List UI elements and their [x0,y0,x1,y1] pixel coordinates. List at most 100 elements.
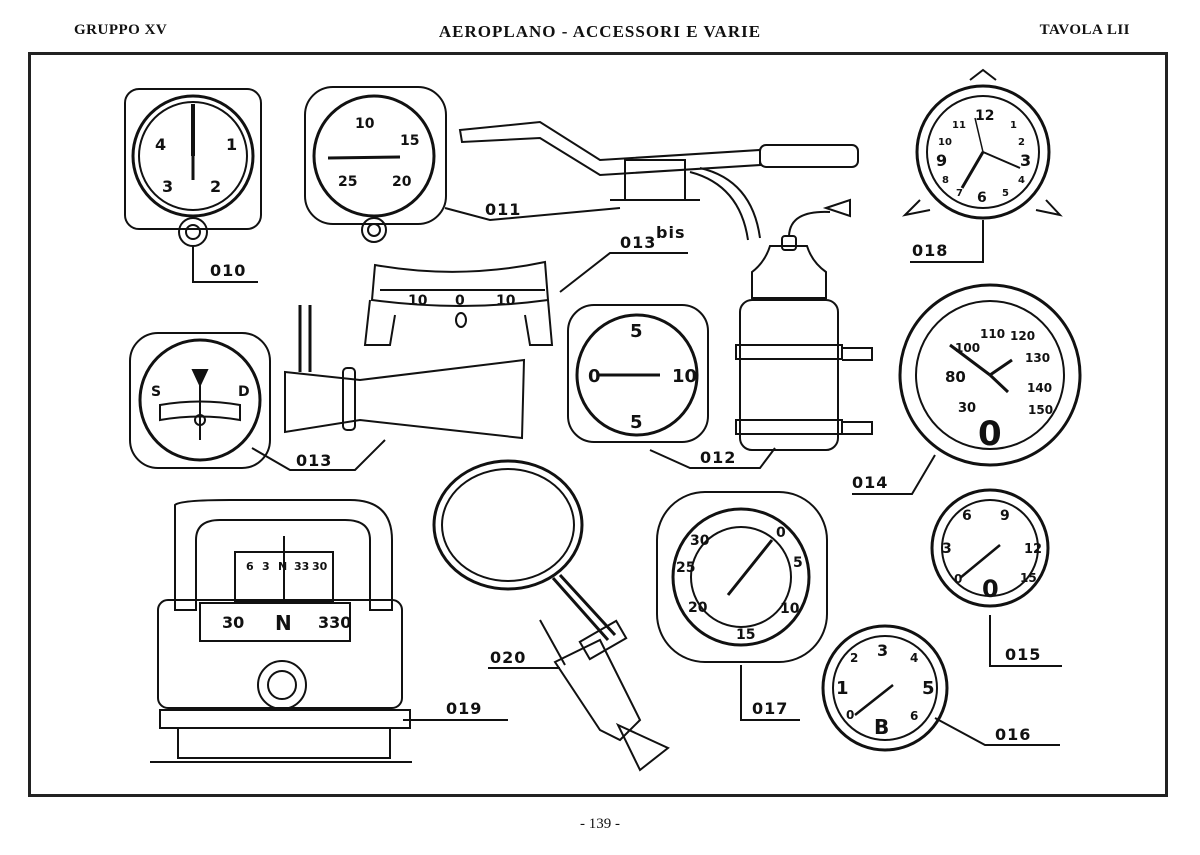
dial-013bis-n0: 10 [408,293,428,309]
instrument-015: 6 9 3 12 0 15 0 [930,488,1050,608]
leader-012 [649,447,776,469]
dial-016-n6: 6 [910,709,918,723]
venturi-tube [284,305,526,440]
dial-017-n6: 15 [736,627,755,643]
dial-017-n1: 0 [776,525,786,541]
dial-013bis-n1: 0 [455,293,465,309]
dial-011-n0: 10 [355,116,375,132]
dial-015-n6: 0 [982,575,999,603]
leader-014 [852,454,936,495]
dial-018-10: 10 [938,137,952,148]
dial-015-n3: 12 [1024,542,1042,557]
dial-014-n6: 80 [945,368,966,386]
instrument-017: 30 0 25 5 20 10 15 [656,491,828,663]
dial-011-n1: 15 [400,133,419,149]
instrument-011: 10 15 25 20 [304,86,447,243]
dial-018-9: 9 [936,151,947,170]
dial-014-n4: 140 [1027,381,1052,395]
instrument-012: 5 0 10 5 [567,304,709,443]
dial-011-n2: 25 [338,174,357,190]
plate-frame [28,52,1168,797]
compass-019-t4: 30 [312,560,328,573]
oiler-bottle [735,198,873,451]
leader-016 [934,717,1060,746]
dial-016-n5: 0 [846,708,854,722]
compass-019-t3: 33 [294,560,309,573]
dial-018-5: 5 [1002,188,1009,199]
dial-018-12: 12 [975,108,994,124]
dial-015-n5: 15 [1020,571,1037,585]
label-013-bis: 013 [620,233,656,252]
dial-014-n2: 120 [1010,329,1035,343]
label-017: 017 [752,699,788,718]
instrument-013: S D [129,332,271,469]
label-010: 010 [210,261,246,280]
label-011: 011 [485,200,521,219]
dial-014-n5: 150 [1028,403,1053,417]
dial-011-n3: 20 [392,174,412,190]
label-018: 018 [912,241,948,260]
dial-014-n1: 110 [980,327,1005,341]
dial-015-n2: 3 [942,541,952,557]
compass-019-t5: 30 [222,613,244,632]
leader-018 [910,220,984,263]
dial-017-n3: 5 [793,555,803,571]
dial-010-n2: 3 [162,177,173,196]
dial-018-11: 11 [952,120,966,131]
dial-018-7: 7 [956,188,963,199]
dial-015-n4: 0 [954,572,962,586]
dial-018-6: 6 [977,190,987,206]
dial-016-n3: 1 [836,678,849,699]
dial-015-n1: 9 [1000,508,1010,524]
dial-012-n3: 5 [630,412,643,433]
magnifier-020 [432,459,670,772]
dial-018-1: 1 [1010,120,1017,131]
label-015: 015 [1005,645,1041,664]
dial-017-n4: 20 [688,600,708,616]
compass-019-t1: 3 [262,560,270,573]
plate-number: TAVOLA LII [1039,22,1130,38]
instrument-018: 12 11 1 10 2 9 3 8 4 7 6 5 [901,68,1063,220]
dial-017-n5: 10 [780,601,800,617]
dial-015-n0: 6 [962,508,972,524]
dial-013-d: D [238,384,250,400]
dial-014-n7: 30 [958,401,976,416]
instrument-016: 2 3 4 1 5 0 6 B [821,624,949,752]
instrument-014: 100 110 120 130 140 150 80 30 0 [898,283,1082,467]
label-013-bis-suffix: bis [656,223,685,242]
label-012: 012 [700,448,736,467]
dial-013bis-n2: 10 [496,293,516,309]
dial-014-n8: 0 [978,414,1002,454]
dial-016-n0: 2 [850,651,858,665]
dial-017-n2: 25 [676,560,695,576]
label-020: 020 [490,648,526,667]
dial-013-s: S [151,384,161,400]
instrument-010: 4 1 3 2 [124,88,262,247]
dial-018-4: 4 [1018,175,1025,186]
label-016: 016 [995,725,1031,744]
dial-018-8: 8 [942,175,949,186]
leader-015 [989,615,1062,667]
dial-016-n4: 5 [922,678,935,699]
instrument-013-bis: 10 0 10 [363,260,554,346]
compass-019-t0: 6 [246,560,254,573]
dial-014-n0: 100 [955,341,980,355]
dial-012-n0: 5 [630,321,643,342]
leader-017 [740,665,800,721]
label-014: 014 [852,473,888,492]
leader-010 [192,246,258,283]
dial-010-n1: 1 [226,135,237,154]
leader-013 [251,439,386,471]
dial-012-n1: 0 [588,366,601,387]
dial-017-n0: 30 [690,533,710,549]
plate-title: AEROPLANO - ACCESSORI E VARIE [438,22,762,41]
dial-010-n0: 4 [155,135,166,154]
dial-016-n2: 4 [910,651,918,665]
dial-018-2: 2 [1018,137,1025,148]
compass-019: 6 3 N 33 30 30 N 330 [150,499,412,763]
dial-012-n2: 10 [672,366,697,387]
label-019: 019 [446,699,482,718]
leader-013-bis [559,252,688,293]
compass-019-t7: 330 [318,613,351,632]
